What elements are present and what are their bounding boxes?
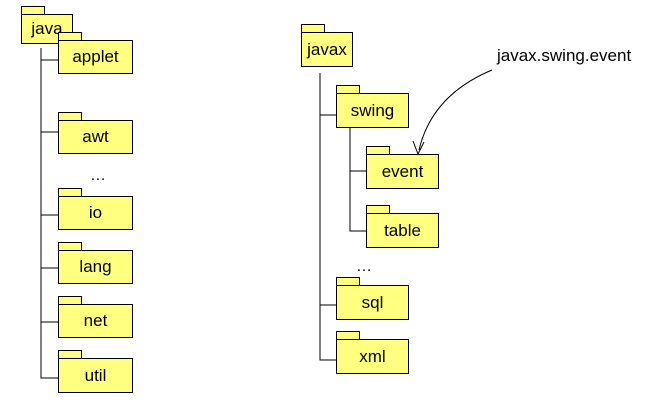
package-label: javax: [301, 32, 353, 67]
package-label: swing: [336, 93, 409, 128]
callout-arrow: [412, 69, 493, 156]
package-label: event: [366, 154, 439, 189]
package-label: net: [58, 304, 133, 338]
javax-tree-lines: [319, 73, 366, 361]
package-label: sql: [336, 285, 409, 320]
package-label: awt: [58, 120, 133, 154]
package-label: xml: [336, 339, 409, 374]
callout-label: javax.swing.event: [497, 46, 632, 65]
package-label: lang: [58, 250, 133, 284]
javax-ellipsis: …: [356, 258, 373, 275]
java-tree-lines: [40, 48, 58, 379]
package-label: util: [58, 358, 133, 393]
javax-trunk: [319, 73, 336, 361]
package-label: io: [58, 196, 133, 230]
package-label: table: [366, 213, 439, 248]
java-trunk: [40, 48, 58, 379]
swing-trunk: [349, 128, 366, 232]
package-label: applet: [58, 40, 133, 74]
java-ellipsis: …: [90, 167, 107, 184]
